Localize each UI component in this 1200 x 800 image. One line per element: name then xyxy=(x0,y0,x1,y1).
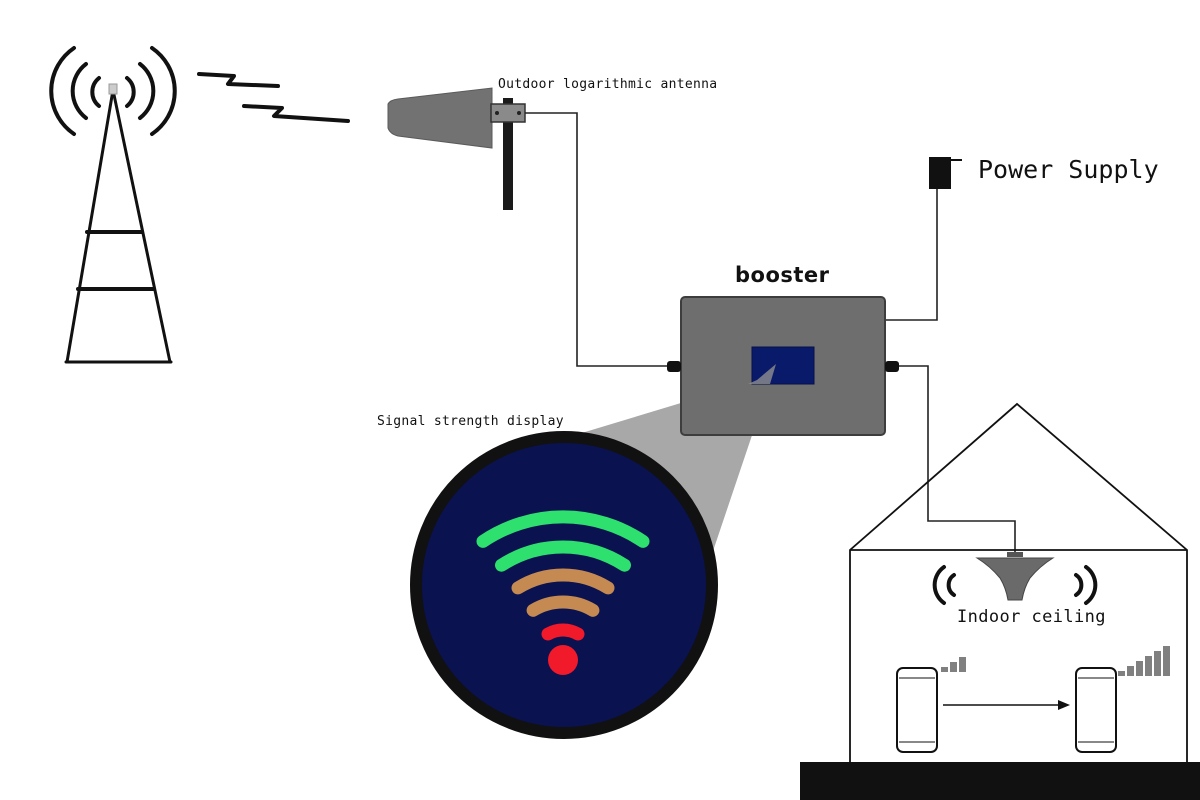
power-supply-label: Power Supply xyxy=(978,155,1159,184)
cell-tower-icon xyxy=(49,46,177,364)
wifi-signal-icon xyxy=(476,510,650,641)
cable-lines xyxy=(525,112,1016,556)
indoor-ceiling-antenna-icon xyxy=(932,552,1098,605)
outdoor-antenna-icon xyxy=(387,87,526,210)
phone-left-signal-icon xyxy=(941,657,966,672)
power-supply-icon xyxy=(929,157,962,189)
house-floor xyxy=(800,762,1200,800)
signal-bar xyxy=(950,662,957,672)
outdoor-antenna-label: Outdoor logarithmic antenna xyxy=(498,77,718,92)
radio-signal-icon xyxy=(197,72,350,123)
phone-right-icon xyxy=(1075,667,1117,753)
signal-bar xyxy=(1163,646,1170,676)
phone-left-icon xyxy=(896,667,938,753)
signal-display-label: Signal strength display xyxy=(377,414,564,429)
wifi-dot xyxy=(548,645,578,675)
booster-label: booster xyxy=(735,263,830,287)
signal-bar xyxy=(1127,666,1134,676)
wifi-bar-strong xyxy=(495,540,631,572)
signal-bar xyxy=(1145,656,1152,676)
indoor-ceiling-label: Indoor ceiling xyxy=(957,607,1106,627)
wifi-bar-strong xyxy=(476,510,650,548)
wifi-bar-weak xyxy=(541,623,585,641)
signal-strength-display xyxy=(410,431,718,739)
signal-bar xyxy=(1136,661,1143,676)
house-icon xyxy=(849,402,1188,762)
signal-bar xyxy=(941,667,948,672)
wifi-bar-medium xyxy=(526,595,600,617)
booster-unit xyxy=(667,296,899,436)
signal-bar xyxy=(959,657,966,672)
phone-right-signal-icon xyxy=(1118,646,1170,676)
wifi-bar-medium xyxy=(511,568,615,595)
signal-bar xyxy=(1154,651,1161,676)
signal-bar xyxy=(1118,671,1125,676)
arrow-right-icon xyxy=(943,700,1070,710)
